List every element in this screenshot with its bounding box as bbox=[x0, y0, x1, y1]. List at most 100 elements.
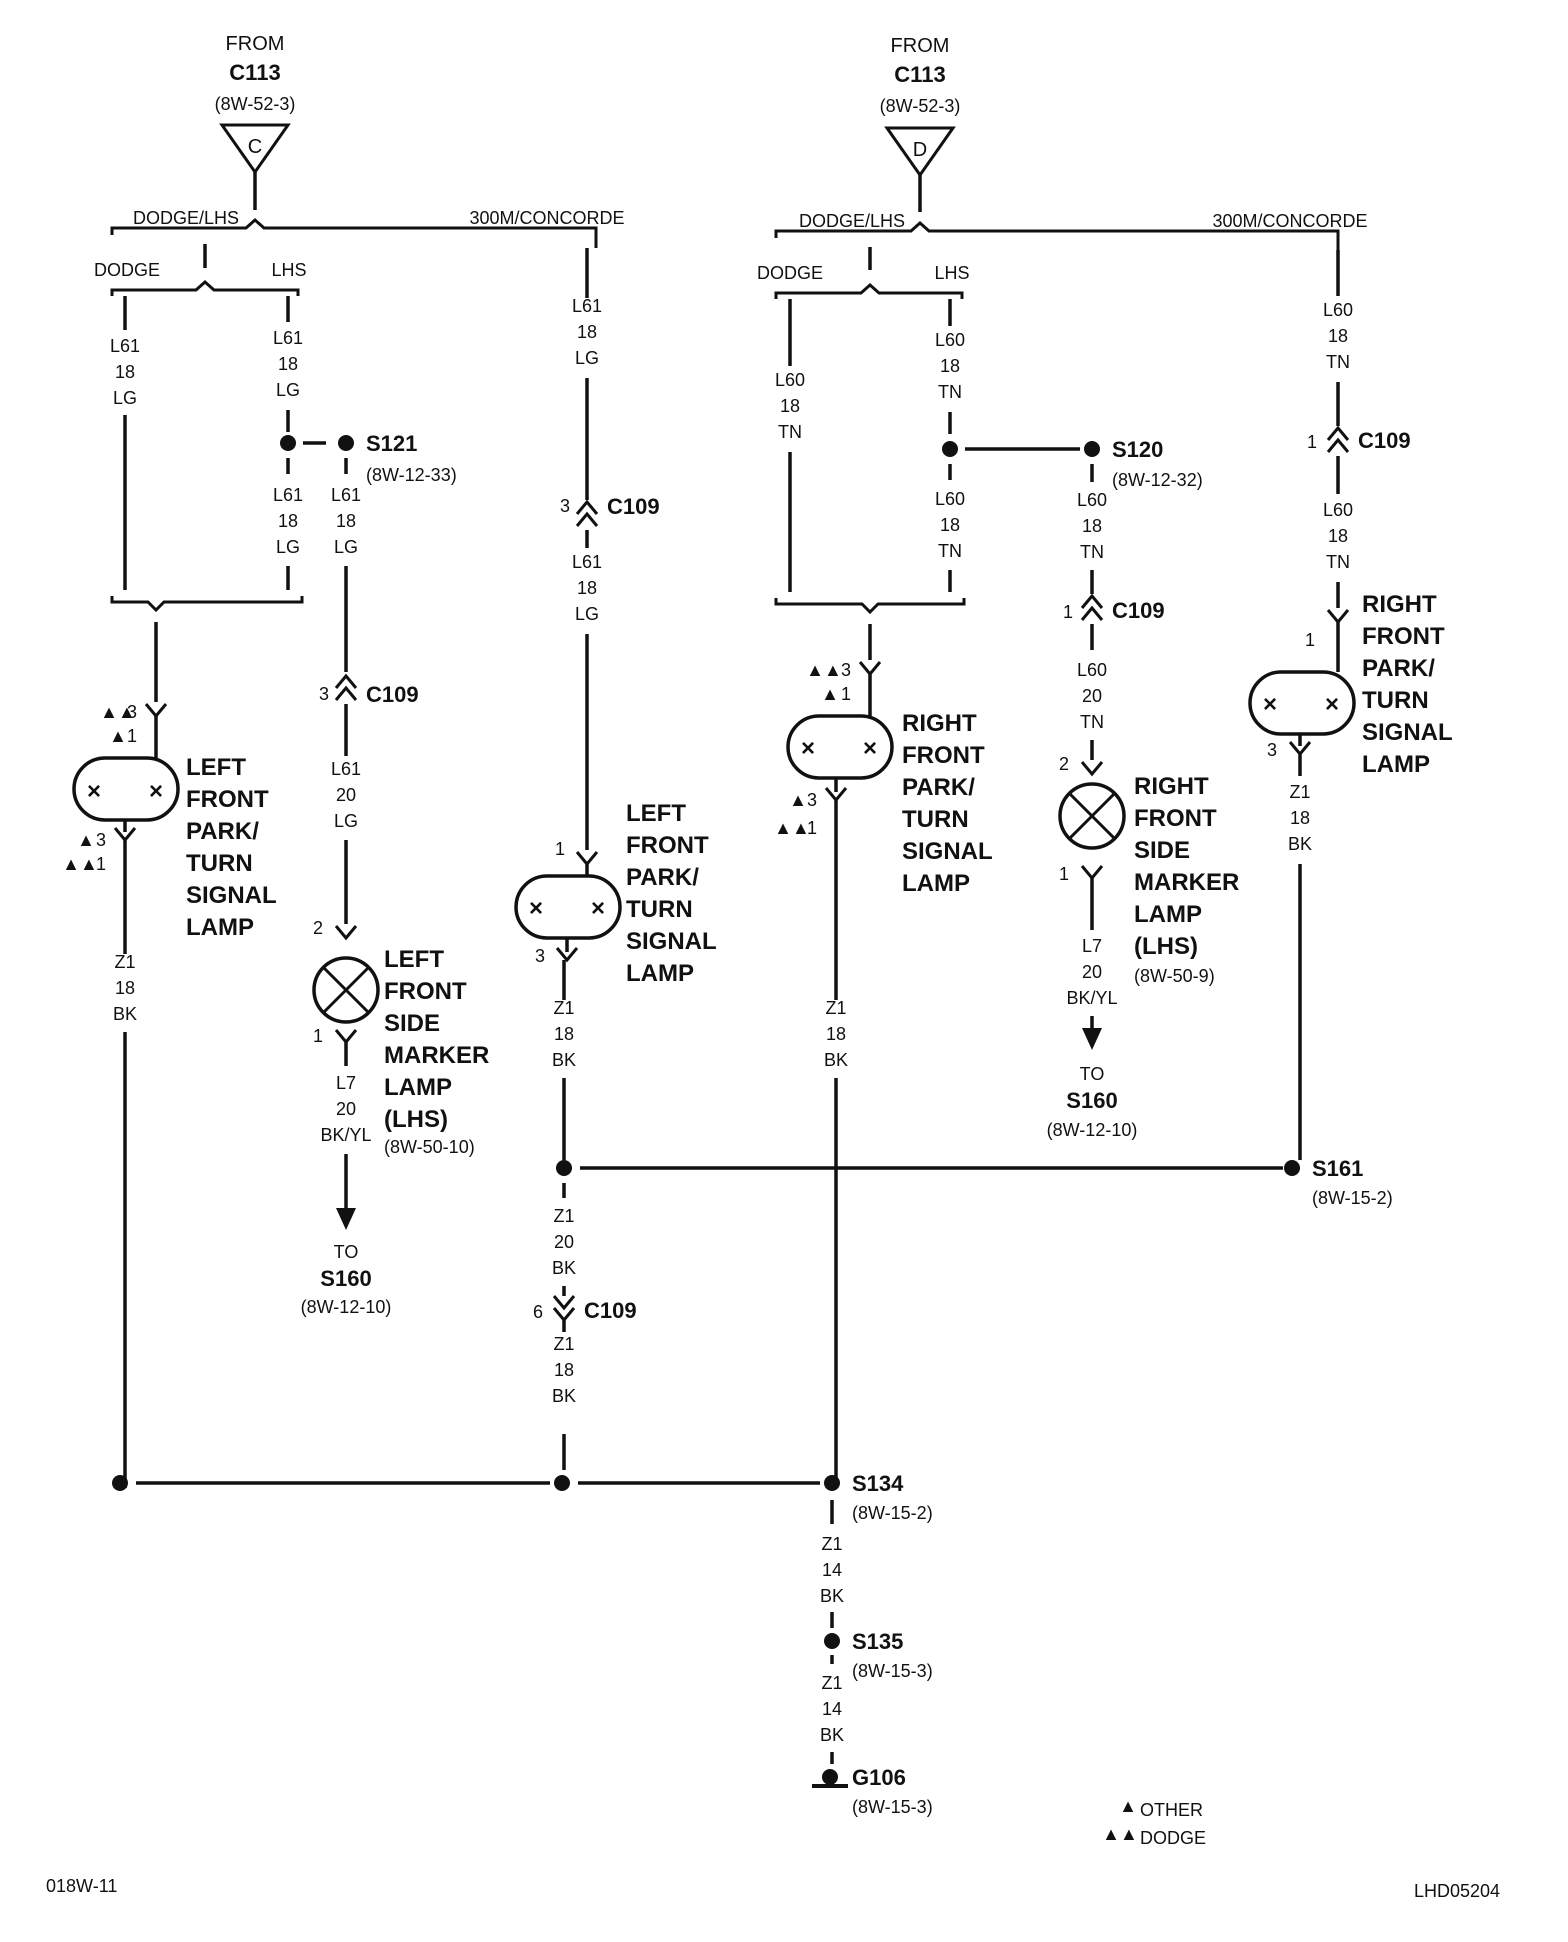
svg-text:▲: ▲ bbox=[1119, 1796, 1137, 1816]
svg-text:×: × bbox=[87, 778, 101, 805]
svg-text:OTHER: OTHER bbox=[1140, 1800, 1203, 1820]
svg-text:LG: LG bbox=[575, 348, 599, 368]
svg-text:L60: L60 bbox=[1077, 660, 1107, 680]
svg-text:LEFT: LEFT bbox=[384, 946, 444, 973]
svg-text:PARK/: PARK/ bbox=[626, 864, 699, 891]
branch-lhs-right: LHS bbox=[934, 263, 969, 283]
svg-text:FRONT: FRONT bbox=[902, 742, 985, 769]
svg-text:TN: TN bbox=[1326, 352, 1350, 372]
svg-text:L60: L60 bbox=[935, 489, 965, 509]
svg-text:L60: L60 bbox=[935, 330, 965, 350]
svg-text:BK: BK bbox=[824, 1050, 848, 1070]
svg-text:PARK/: PARK/ bbox=[902, 774, 975, 801]
svg-text:20: 20 bbox=[336, 1099, 356, 1119]
svg-text:FRONT: FRONT bbox=[384, 978, 467, 1005]
svg-text:SIGNAL: SIGNAL bbox=[186, 882, 277, 909]
svg-text:BK: BK bbox=[552, 1258, 576, 1278]
lamp-right-park-turn-b: 1 × × 3 RIGHT FRONT PARK/ TURN SIGNAL LA… bbox=[1248, 591, 1453, 1160]
svg-text:BK: BK bbox=[552, 1386, 576, 1406]
svg-text:Z1: Z1 bbox=[1289, 782, 1310, 802]
svg-text:S161: S161 bbox=[1312, 1156, 1363, 1181]
branch-bracket-left bbox=[110, 217, 598, 248]
svg-text:×: × bbox=[1263, 691, 1277, 718]
svg-text:(8W-50-9): (8W-50-9) bbox=[1134, 966, 1215, 986]
svg-text:SIDE: SIDE bbox=[384, 1010, 440, 1037]
svg-text:C109: C109 bbox=[1358, 428, 1411, 453]
wire-300m-l60-right: L60 18 TN 1 C109 L60 18 TN bbox=[1307, 250, 1411, 608]
svg-text:BK/YL: BK/YL bbox=[1066, 988, 1117, 1008]
svg-text:SIGNAL: SIGNAL bbox=[626, 928, 717, 955]
svg-text:(8W-15-2): (8W-15-2) bbox=[1312, 1188, 1393, 1208]
svg-text:3: 3 bbox=[1267, 740, 1277, 760]
svg-text:DODGE: DODGE bbox=[1140, 1828, 1206, 1848]
lamp-right-park-turn-a: ▲▲ 3 ▲ 1 × × ▲ 3 ▲▲ 1 RIGHT FRONT PARK/ … bbox=[774, 660, 993, 1482]
svg-text:×: × bbox=[801, 735, 815, 762]
svg-text:L7: L7 bbox=[1082, 936, 1102, 956]
svg-text:3: 3 bbox=[319, 684, 329, 704]
svg-text:▲▲: ▲▲ bbox=[806, 660, 842, 680]
svg-text:×: × bbox=[591, 895, 605, 922]
svg-text:18: 18 bbox=[1082, 516, 1102, 536]
svg-text:SIGNAL: SIGNAL bbox=[902, 838, 993, 865]
svg-text:L60: L60 bbox=[775, 370, 805, 390]
svg-text:TN: TN bbox=[1080, 542, 1104, 562]
svg-text:×: × bbox=[1325, 691, 1339, 718]
svg-text:MARKER: MARKER bbox=[1134, 869, 1239, 896]
svg-text:C109: C109 bbox=[607, 494, 660, 519]
svg-text:S160: S160 bbox=[1066, 1088, 1117, 1113]
svg-text:PARK/: PARK/ bbox=[1362, 655, 1435, 682]
svg-text:S134: S134 bbox=[852, 1471, 904, 1496]
svg-text:TO: TO bbox=[334, 1242, 359, 1262]
merge-bracket-left bbox=[110, 596, 304, 613]
svg-text:(8W-15-2): (8W-15-2) bbox=[852, 1503, 933, 1523]
svg-text:L61: L61 bbox=[331, 485, 361, 505]
footer-page-id: 018W-11 bbox=[46, 1876, 117, 1896]
svg-text:BK: BK bbox=[552, 1050, 576, 1070]
svg-text:3: 3 bbox=[127, 702, 137, 722]
svg-text:▲: ▲ bbox=[789, 790, 807, 810]
source-d-from: FROM bbox=[891, 35, 950, 57]
svg-text:2: 2 bbox=[1059, 754, 1069, 774]
svg-text:(8W-12-33): (8W-12-33) bbox=[366, 465, 457, 485]
svg-text:LG: LG bbox=[276, 537, 300, 557]
svg-text:TN: TN bbox=[778, 422, 802, 442]
svg-text:L7: L7 bbox=[336, 1073, 356, 1093]
svg-text:LG: LG bbox=[276, 380, 300, 400]
svg-text:18: 18 bbox=[940, 515, 960, 535]
svg-text:S135: S135 bbox=[852, 1629, 903, 1654]
svg-text:FRONT: FRONT bbox=[186, 786, 269, 813]
svg-text:L61: L61 bbox=[331, 759, 361, 779]
svg-text:LAMP: LAMP bbox=[1134, 901, 1202, 928]
svg-text:TURN: TURN bbox=[1362, 687, 1429, 714]
svg-text:LAMP: LAMP bbox=[186, 914, 254, 941]
svg-text:1: 1 bbox=[96, 854, 106, 874]
svg-text:×: × bbox=[863, 735, 877, 762]
svg-text:TURN: TURN bbox=[186, 850, 253, 877]
source-c-from: FROM bbox=[226, 33, 285, 55]
svg-text:Z1: Z1 bbox=[114, 952, 135, 972]
svg-text:20: 20 bbox=[336, 785, 356, 805]
ground-g106: G106 (8W-15-3) bbox=[812, 1765, 933, 1817]
svg-text:LG: LG bbox=[575, 604, 599, 624]
svg-text:3: 3 bbox=[841, 660, 851, 680]
svg-text:×: × bbox=[529, 895, 543, 922]
source-d-connector: C113 bbox=[894, 62, 945, 87]
svg-text:3: 3 bbox=[560, 496, 570, 516]
svg-text:1: 1 bbox=[555, 839, 565, 859]
branch-bracket-right bbox=[774, 220, 1340, 250]
svg-text:(8W-15-3): (8W-15-3) bbox=[852, 1661, 933, 1681]
lamp-left-park-turn-a: ▲▲ 3 ▲ 1 × × ▲ 3 ▲▲ 1 LEFT FRONT PARK/ T… bbox=[62, 702, 277, 1488]
svg-text:▲: ▲ bbox=[109, 726, 127, 746]
svg-text:1: 1 bbox=[1307, 432, 1317, 452]
svg-text:(8W-12-32): (8W-12-32) bbox=[1112, 470, 1203, 490]
connector-c109-s121: 3 C109 L61 20 LG bbox=[319, 673, 419, 924]
source-d-pin: D bbox=[913, 139, 927, 161]
source-c113-d: FROM C113 (8W-52-3) D bbox=[880, 35, 960, 212]
svg-text:18: 18 bbox=[940, 356, 960, 376]
svg-text:▲▲: ▲▲ bbox=[1102, 1824, 1138, 1844]
source-c-connector: C113 bbox=[229, 60, 280, 85]
branch-lhs-left: LHS bbox=[271, 260, 306, 280]
svg-text:18: 18 bbox=[278, 354, 298, 374]
svg-text:1: 1 bbox=[1305, 630, 1315, 650]
